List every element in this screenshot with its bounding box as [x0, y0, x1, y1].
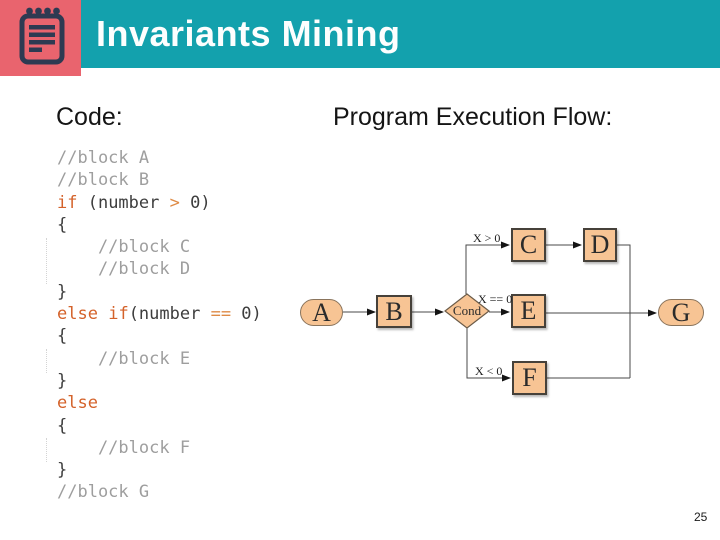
notepad-icon-box	[0, 0, 81, 76]
code-token: //block C	[57, 237, 191, 258]
indent-guide	[46, 238, 47, 284]
code-heading: Code:	[56, 103, 123, 131]
code-line: }	[57, 459, 262, 481]
code-token: (number	[128, 304, 211, 325]
code-line: else if(number == 0)	[57, 303, 262, 325]
code-line: //block G	[57, 481, 262, 503]
code-token: }	[57, 370, 68, 391]
code-line: {	[57, 325, 262, 347]
flow-edge	[617, 244, 631, 378]
code-line: //block C	[57, 236, 262, 258]
code-line: else	[57, 392, 262, 414]
flow-node-E: E	[511, 294, 546, 328]
code-token: (number	[77, 192, 170, 213]
flow-node-C: C	[511, 228, 546, 262]
code-token: }	[57, 281, 68, 302]
flow-node-A: A	[300, 298, 343, 327]
edge-condition-label: X < 0	[475, 364, 503, 378]
code-line: //block F	[57, 437, 262, 459]
code-token: 0)	[231, 304, 262, 325]
flow-heading: Program Execution Flow:	[333, 103, 613, 131]
code-token: //block G	[57, 482, 150, 503]
edge-condition-label: X > 0	[473, 231, 501, 245]
code-token: if	[57, 192, 78, 213]
code-line: {	[57, 415, 262, 437]
flow-node-B: B	[376, 295, 412, 328]
code-line: //block E	[57, 348, 262, 370]
indent-guide	[46, 438, 47, 462]
code-line: {	[57, 214, 262, 236]
code-line: //block B	[57, 169, 262, 191]
page-number: 25	[694, 510, 708, 524]
code-token: //block D	[57, 259, 191, 280]
flow-edge	[465, 241, 510, 294]
flow-node-D: D	[583, 228, 617, 262]
code-token: {	[57, 214, 68, 235]
indent-guide	[46, 349, 47, 373]
code-token: //block B	[57, 170, 150, 191]
code-token	[98, 304, 108, 324]
code-line: //block D	[57, 258, 262, 280]
code-token: else	[57, 393, 98, 414]
code-line: if (number > 0)	[57, 192, 262, 214]
code-line: }	[57, 281, 262, 303]
code-token: ==	[210, 304, 232, 325]
notepad-icon	[14, 6, 68, 71]
flow-node-F: F	[512, 361, 547, 395]
code-line: }	[57, 370, 262, 392]
code-line: //block A	[57, 147, 262, 169]
flow-edge	[466, 328, 511, 382]
edge-condition-label: X == 0	[478, 292, 513, 306]
slide-title: Invariants Mining	[96, 13, 401, 54]
code-token: >	[169, 192, 180, 213]
header-bar	[0, 0, 720, 68]
code-token: //block F	[57, 437, 191, 458]
code-token: //block E	[57, 348, 191, 369]
flow-node-shape-Cond	[444, 293, 490, 329]
flow-node-Cond: Cond	[452, 303, 482, 318]
code-token: if	[108, 304, 129, 325]
code-token: {	[57, 415, 68, 436]
flow-node-G: G	[658, 298, 704, 327]
code-token: 0)	[179, 192, 211, 213]
code-token: }	[57, 460, 68, 481]
flow-edges	[343, 241, 657, 382]
code-token: else	[57, 304, 98, 325]
code-token: //block A	[57, 148, 150, 168]
code-token: {	[57, 326, 68, 347]
